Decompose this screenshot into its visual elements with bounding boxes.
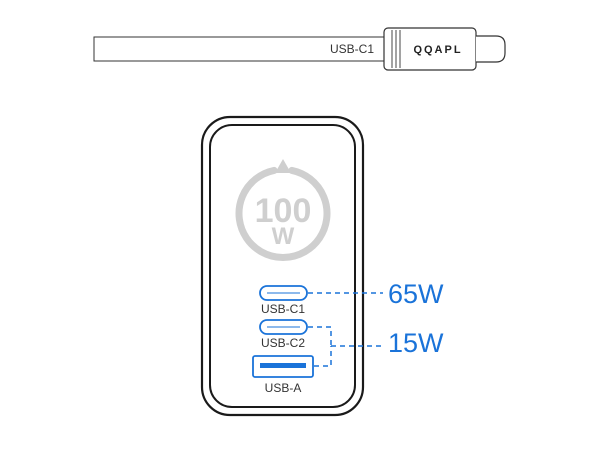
charger: 100 W USB-C1 USB-C2 USB-A [200,115,365,417]
badge-value: 100 [255,192,312,230]
port-usb-c1: USB-C1 [259,285,308,316]
power-rating-badge: 100 W [235,159,331,261]
arrow-up-icon [275,159,291,173]
usb-c-plug-tip [476,35,506,63]
port-label-usb-a: USB-A [265,381,302,395]
cable-brand-logo: QQAPL [413,44,462,56]
cable-port-label: USB-C1 [330,42,374,56]
usb-a-contact-bar [260,363,306,368]
port-label-usb-c1: USB-C1 [261,302,305,316]
output-power-c2-a: 15W [388,328,444,358]
leader-line-usb-a [314,346,332,367]
badge-unit: W [272,223,295,250]
port-usb-c2: USB-C2 [259,319,308,350]
port-label-usb-c2: USB-C2 [261,336,305,350]
badge-ring [235,166,331,261]
cable-body [93,36,385,62]
port-usb-a: USB-A [252,355,314,395]
usb-c-cable: USB-C1 QQAPL [93,27,506,71]
leader-line-c2 [308,326,332,346]
output-power-c1: 65W [388,279,444,309]
output-callouts: 65W 15W [308,279,444,367]
